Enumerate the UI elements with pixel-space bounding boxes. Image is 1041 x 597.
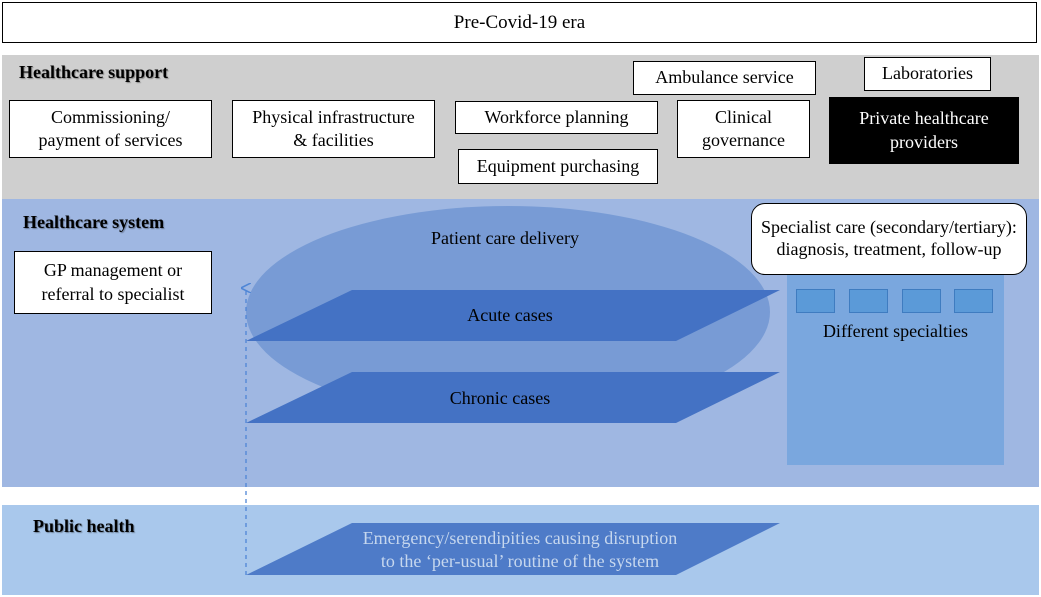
emergency-parallelogram [246, 523, 780, 575]
clinical-governance-box: Clinical governance [677, 100, 810, 158]
specialty-square-2 [849, 289, 888, 313]
commissioning-box: Commissioning/ payment of services [9, 100, 212, 158]
specialist-care-line-2: (secondary/tertiary): [870, 217, 1017, 238]
equipment-purchasing-label: Equipment purchasing [476, 155, 640, 176]
healthcare-support-label: Healthcare support [19, 62, 169, 82]
ambulance-service-box: Ambulance service [633, 61, 816, 95]
infrastructure-line-1: Physical infrastructure [252, 106, 415, 127]
acute-cases-parallelogram [246, 290, 780, 341]
era-title: Pre-Covid-19 era [2, 2, 1037, 43]
infrastructure-box: Physical infrastructure & facilities [232, 100, 435, 158]
private-providers-line-2: providers [890, 131, 958, 152]
gp-management-line-2: referral to specialist [41, 283, 185, 304]
specialty-square-1 [796, 289, 835, 313]
gp-management-box: GP management or referral to specialist [14, 251, 212, 314]
specialty-square-4 [954, 289, 993, 313]
acute-cases-label: Acute cases [467, 305, 553, 325]
infrastructure-line-2: & facilities [293, 130, 374, 150]
specialty-square-3 [902, 289, 941, 313]
emergency-line-1: Emergency/serendipities causing disrupti… [362, 528, 678, 548]
workforce-planning-label: Workforce planning [484, 106, 629, 127]
healthcare-system-label: Healthcare system [23, 212, 165, 232]
equipment-purchasing-box: Equipment purchasing [458, 149, 658, 184]
specialist-care-line-1: Specialist care [761, 217, 866, 238]
ambulance-service-label: Ambulance service [655, 67, 794, 88]
laboratories-label: Laboratories [882, 63, 973, 84]
specialist-care-box: Specialist care (secondary/tertiary): di… [751, 203, 1027, 275]
workforce-planning-box: Workforce planning [455, 101, 658, 134]
emergency-line-2: to the ‘per-usual’ routine of the system [380, 551, 660, 572]
band-separator [2, 487, 1039, 505]
chronic-cases-parallelogram [246, 372, 780, 423]
clinical-governance-line-1: Clinical [714, 106, 772, 127]
specialist-care-line-3: diagnosis, treatment, follow-up [776, 239, 1002, 259]
patient-care-delivery-label: Patient care delivery [431, 228, 579, 248]
gp-management-line-1: GP management or [43, 260, 183, 281]
clinical-governance-line-2: governance [702, 130, 785, 150]
commissioning-line-2: payment of services [38, 130, 183, 150]
different-specialties-label: Different specialties [822, 321, 969, 341]
public-health-label: Public health [33, 516, 135, 536]
emergency-text: Emergency/serendipities causing disrupti… [290, 527, 750, 574]
chronic-cases-label: Chronic cases [449, 388, 551, 408]
commissioning-line-1: Commissioning/ [50, 106, 170, 127]
private-providers-line-1: Private healthcare [859, 108, 989, 129]
private-providers-box: Private healthcare providers [829, 97, 1019, 164]
laboratories-box: Laboratories [864, 57, 991, 91]
